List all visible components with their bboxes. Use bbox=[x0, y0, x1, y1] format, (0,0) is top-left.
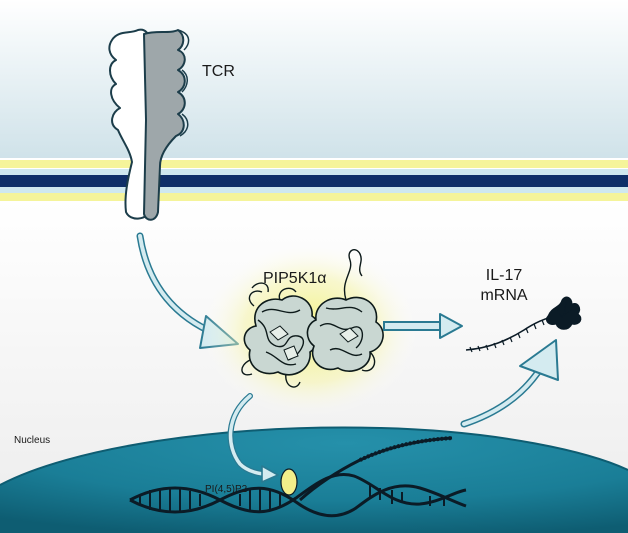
arrow-enzyme-to-lipid bbox=[227, 393, 279, 483]
enzyme-subunit-left bbox=[243, 295, 321, 376]
label-pi45p2: PI(4,5)P2 bbox=[205, 484, 248, 495]
arrow-enzyme-to-mrna bbox=[383, 313, 463, 339]
plasma-membrane bbox=[0, 158, 628, 202]
dna-helix bbox=[129, 436, 467, 518]
dna-open-strand-dashed bbox=[359, 436, 453, 462]
arrow-nucleus-to-mrna bbox=[460, 339, 559, 428]
tcr-receptor bbox=[108, 28, 190, 221]
label-nucleus: Nucleus bbox=[14, 435, 50, 446]
dna-strand-a bbox=[129, 473, 467, 514]
pip5k1a-enzyme bbox=[200, 242, 420, 418]
label-il17: IL-17 bbox=[486, 267, 523, 284]
label-mrna: mRNA bbox=[480, 287, 527, 304]
mrna-folded-end bbox=[545, 296, 582, 330]
mrna-ticks bbox=[469, 319, 545, 353]
enzyme-loops bbox=[241, 249, 376, 388]
pi45p2-molecule bbox=[280, 468, 298, 496]
nucleus bbox=[0, 426, 628, 533]
il17-mrna bbox=[465, 296, 582, 353]
dna-rungs bbox=[139, 484, 445, 512]
label-tcr: TCR bbox=[202, 63, 235, 80]
tcr-dark-chain bbox=[143, 29, 186, 221]
label-pip5k1a: PIP5K1α bbox=[263, 270, 327, 287]
tcr-edge-detail bbox=[177, 29, 190, 137]
extracellular-space bbox=[0, 0, 628, 160]
dna-strand-b bbox=[129, 484, 467, 518]
